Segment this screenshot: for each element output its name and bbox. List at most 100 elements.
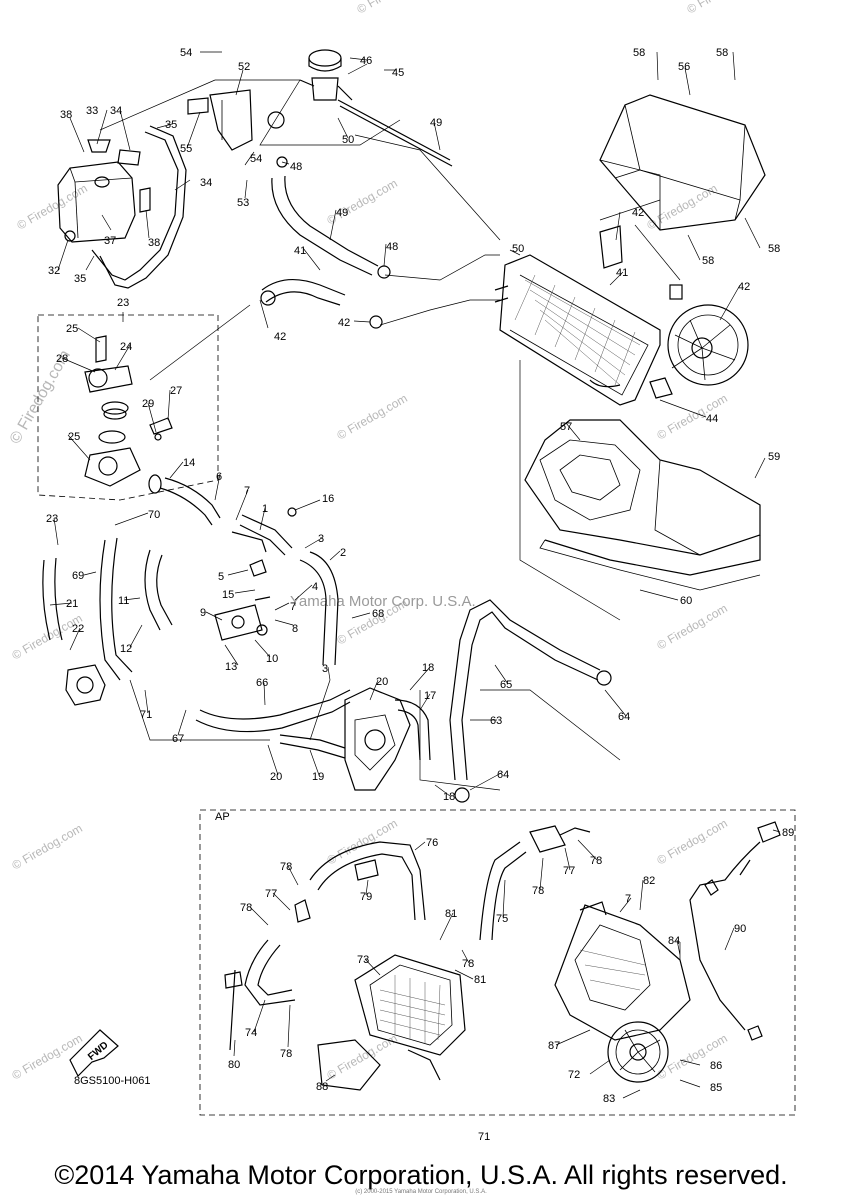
part-label[interactable]: 60 (680, 595, 692, 607)
part-label[interactable]: 81 (474, 974, 486, 986)
part-label[interactable]: 73 (357, 954, 369, 966)
part-label[interactable]: 65 (500, 679, 512, 691)
part-label[interactable]: 89 (782, 827, 794, 839)
part-label[interactable]: 58 (633, 47, 645, 59)
part-label[interactable]: 20 (376, 676, 388, 688)
part-label[interactable]: 69 (72, 570, 84, 582)
part-label[interactable]: 18 (443, 791, 455, 803)
part-label[interactable]: 46 (360, 55, 372, 67)
part-label[interactable]: 87 (548, 1040, 560, 1052)
part-label[interactable]: 24 (120, 341, 132, 353)
part-label[interactable]: 41 (294, 245, 306, 257)
part-label[interactable]: 34 (200, 177, 212, 189)
part-label[interactable]: 74 (245, 1027, 257, 1039)
part-label[interactable]: 49 (430, 117, 442, 129)
part-label[interactable]: 55 (180, 143, 192, 155)
part-label[interactable]: 11 (118, 595, 129, 607)
part-label[interactable]: 42 (738, 281, 750, 293)
part-label[interactable]: 64 (497, 769, 509, 781)
part-label[interactable]: 67 (172, 733, 184, 745)
part-label[interactable]: 78 (532, 885, 544, 897)
part-label[interactable]: 84 (668, 935, 680, 947)
part-label[interactable]: 15 (222, 589, 234, 601)
part-label[interactable]: 32 (48, 265, 60, 277)
part-label[interactable]: 85 (710, 1082, 722, 1094)
part-label[interactable]: 12 (120, 643, 132, 655)
part-label[interactable]: 78 (280, 861, 292, 873)
part-label[interactable]: 35 (74, 273, 86, 285)
part-label[interactable]: 29 (142, 398, 154, 410)
part-label[interactable]: 58 (768, 243, 780, 255)
part-label[interactable]: 42 (338, 317, 350, 329)
part-label[interactable]: 78 (280, 1048, 292, 1060)
part-label[interactable]: 71 (478, 1131, 490, 1143)
part-label[interactable]: 38 (148, 237, 160, 249)
part-label[interactable]: 58 (702, 255, 714, 267)
part-label[interactable]: 66 (256, 677, 268, 689)
part-label[interactable]: 48 (290, 161, 302, 173)
part-label[interactable]: 9 (200, 607, 206, 619)
part-label[interactable]: 19 (312, 771, 324, 783)
part-label[interactable]: 6 (216, 471, 222, 483)
part-label[interactable]: 14 (183, 457, 195, 469)
part-label[interactable]: 70 (148, 509, 160, 521)
part-label[interactable]: 75 (496, 913, 508, 925)
part-label[interactable]: 10 (266, 653, 278, 665)
part-label[interactable]: 53 (237, 197, 249, 209)
part-label[interactable]: 49 (336, 207, 348, 219)
part-label[interactable]: 23 (117, 297, 129, 309)
part-label[interactable]: 82 (643, 875, 655, 887)
part-label[interactable]: 77 (265, 888, 277, 900)
part-label[interactable]: 3 (318, 533, 324, 545)
part-label[interactable]: 45 (392, 67, 404, 79)
part-label[interactable]: 42 (632, 207, 644, 219)
part-label[interactable]: 17 (424, 690, 436, 702)
part-label[interactable]: 33 (86, 105, 98, 117)
part-label[interactable]: 27 (170, 385, 182, 397)
part-label[interactable]: 86 (710, 1060, 722, 1072)
part-label[interactable]: 80 (228, 1059, 240, 1071)
part-label[interactable]: 23 (46, 513, 58, 525)
part-label[interactable]: 58 (716, 47, 728, 59)
part-label[interactable]: 34 (110, 105, 122, 117)
part-label[interactable]: 5 (218, 571, 224, 583)
part-label[interactable]: 50 (342, 134, 354, 146)
part-label[interactable]: 48 (386, 241, 398, 253)
part-label[interactable]: 78 (240, 902, 252, 914)
part-label[interactable]: 50 (512, 243, 524, 255)
part-label[interactable]: 78 (462, 958, 474, 970)
part-label[interactable]: 76 (426, 837, 438, 849)
part-label[interactable]: 71 (140, 709, 152, 721)
part-label[interactable]: 18 (422, 662, 434, 674)
part-label[interactable]: 2 (340, 547, 346, 559)
part-label[interactable]: 7 (244, 485, 250, 497)
part-label[interactable]: 59 (768, 451, 780, 463)
part-label[interactable]: 81 (445, 908, 457, 920)
part-label[interactable]: 22 (72, 623, 84, 635)
part-label[interactable]: 54 (180, 47, 192, 59)
part-label[interactable]: 54 (250, 153, 262, 165)
part-label[interactable]: 8 (292, 623, 298, 635)
part-label[interactable]: 57 (560, 421, 572, 433)
part-label[interactable]: 21 (66, 598, 78, 610)
part-label[interactable]: 7 (625, 893, 631, 905)
part-label[interactable]: 90 (734, 923, 746, 935)
part-label[interactable]: 1 (262, 503, 268, 515)
part-label[interactable]: 56 (678, 61, 690, 73)
part-label[interactable]: 72 (568, 1069, 580, 1081)
part-label[interactable]: 4 (312, 581, 318, 593)
part-label[interactable]: 25 (66, 323, 78, 335)
part-label[interactable]: 52 (238, 61, 250, 73)
part-label[interactable]: 37 (104, 235, 116, 247)
part-label[interactable]: 83 (603, 1093, 615, 1105)
part-label[interactable]: 44 (706, 413, 718, 425)
part-label[interactable]: 13 (225, 661, 237, 673)
part-label[interactable]: 88 (316, 1081, 328, 1093)
part-label[interactable]: 35 (165, 119, 177, 131)
part-label[interactable]: 78 (590, 855, 602, 867)
part-label[interactable]: 38 (60, 109, 72, 121)
part-label[interactable]: 77 (563, 865, 575, 877)
part-label[interactable]: 41 (616, 267, 628, 279)
part-label[interactable]: 3 (322, 663, 328, 675)
part-label[interactable]: 79 (360, 891, 372, 903)
